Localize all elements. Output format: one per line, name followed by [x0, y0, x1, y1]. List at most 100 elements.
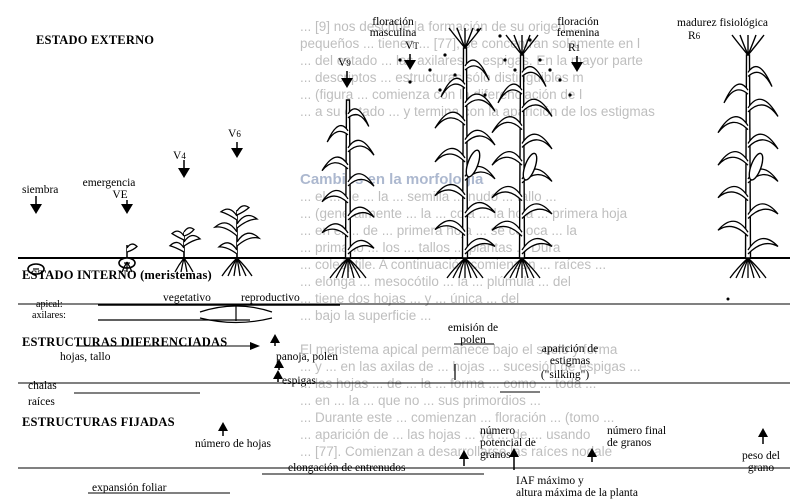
label-raices: raíces — [28, 396, 55, 408]
plants-group — [28, 28, 778, 301]
leaf — [348, 240, 374, 254]
label-v6: V6 — [228, 128, 241, 140]
leaf — [237, 233, 259, 246]
leaf — [348, 207, 374, 220]
stem — [746, 55, 751, 258]
arrow-vt — [404, 60, 416, 70]
tassel-branch — [732, 35, 748, 55]
leaf — [492, 117, 522, 133]
label-peso-grano: peso del grano — [742, 450, 780, 474]
leaf — [724, 84, 748, 103]
tassel-branch — [506, 35, 522, 55]
section-estructuras-diferenciadas: ESTRUCTURAS DIFERENCIADAS — [22, 335, 227, 350]
meristem-lines — [98, 305, 340, 323]
tassel-branch — [522, 35, 530, 55]
arrow-v6 — [231, 148, 243, 158]
leaf — [748, 99, 778, 116]
tassel-branch — [748, 35, 756, 55]
arrow-numero-hojas — [218, 422, 228, 431]
pollen-dot — [568, 93, 571, 96]
pollen-dot — [558, 78, 561, 81]
leaf — [498, 84, 522, 103]
pollen-dot — [548, 68, 551, 71]
leaf — [215, 223, 237, 236]
label-numero-hojas: número de hojas — [195, 438, 271, 450]
label-reproductivo: reproductivo — [241, 292, 300, 304]
arrow-siembra — [30, 204, 42, 214]
leaf — [127, 244, 137, 252]
arrow-numero-final — [587, 448, 597, 457]
pollen-dot — [476, 28, 479, 31]
leaf — [184, 228, 194, 236]
label-r6: R6 — [688, 30, 700, 42]
leaf — [348, 109, 369, 127]
label-silking: ("silking") — [541, 369, 589, 381]
label-r1: R1 — [568, 42, 580, 54]
arrow-numero-potencial — [459, 450, 469, 459]
label-numero-potencial: número potencial de granos — [480, 425, 536, 461]
leaf — [237, 215, 257, 228]
label-hojas-tallo: hojas, tallo — [60, 351, 110, 363]
leaf — [748, 204, 778, 219]
leaf — [492, 221, 522, 236]
tassel-branch — [449, 28, 465, 48]
label-elongacion: elongación de entrenudos — [288, 462, 406, 474]
leaf — [348, 140, 374, 155]
arrow-ve — [121, 204, 133, 214]
pollen-dot — [483, 93, 486, 96]
pollen-dot — [408, 80, 411, 83]
label-expansion-foliar: expansión foliar — [92, 482, 166, 494]
label-floracion-masculina: floración masculina — [370, 17, 417, 39]
tassel-branch — [514, 35, 522, 55]
bar-hojas-tallo-arrowhead — [250, 342, 260, 350]
leaf — [492, 186, 522, 200]
label-axilares: axilares: — [32, 310, 66, 322]
leaf — [522, 204, 552, 219]
stem — [463, 48, 468, 258]
label-emision-polen: emisión de polen — [448, 322, 498, 346]
leaf — [435, 148, 465, 162]
label-panoja-polen: panoja, polen — [276, 351, 338, 363]
label-chalas: chalas — [28, 380, 57, 392]
pollen-dot — [438, 88, 441, 91]
leaf — [465, 130, 495, 145]
leaf — [435, 185, 465, 199]
tassel-branch — [465, 28, 473, 48]
pollen-dot — [428, 68, 431, 71]
leaf — [522, 99, 552, 116]
leaf — [221, 209, 237, 220]
leaf — [522, 67, 546, 87]
pollen-dot — [528, 38, 531, 41]
leaf — [348, 174, 374, 186]
label-v4: V4 — [173, 150, 186, 162]
label-aparicion-estigmas: aparición de estigmas — [542, 343, 599, 367]
leaf — [435, 112, 465, 128]
leaf — [522, 134, 552, 149]
section-estado-interno: ESTADO INTERNO (meristemas) — [22, 268, 212, 283]
arrow-v4 — [178, 168, 190, 178]
leaf — [748, 239, 778, 254]
label-madurez: madurez fisiológica — [677, 17, 768, 29]
pollen-dot — [453, 73, 456, 76]
leaf — [322, 157, 348, 171]
tassel-branch — [740, 35, 748, 55]
label-emergencia: emergencia — [83, 177, 136, 189]
leaf — [748, 67, 772, 87]
arrow-panoja — [270, 334, 280, 343]
leaf — [465, 60, 489, 80]
tassel-branch — [748, 35, 764, 55]
leaf — [441, 78, 465, 97]
label-v9: V9 — [338, 57, 351, 69]
leaf — [522, 239, 552, 254]
pollen-dot — [398, 58, 401, 61]
leaf — [322, 190, 348, 202]
leaf — [435, 221, 465, 236]
leaf — [327, 126, 348, 142]
leaf — [170, 242, 184, 252]
arrow-v9 — [341, 78, 353, 88]
label-vegetativo: vegetativo — [163, 292, 211, 304]
leaf — [237, 206, 249, 215]
leaf — [718, 186, 748, 200]
tassel-branch — [457, 28, 465, 48]
leaf — [718, 117, 748, 133]
